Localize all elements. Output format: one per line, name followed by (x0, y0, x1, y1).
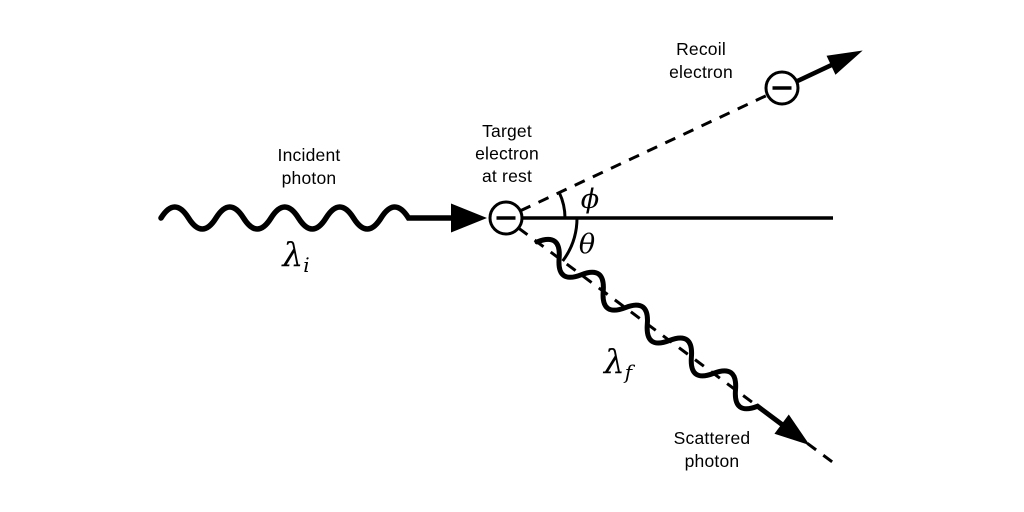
phi-angle-label: ϕ (581, 184, 599, 215)
incident-wave-path (158, 204, 459, 232)
lambda-f-label: λf (602, 342, 636, 384)
recoil-arrowhead-icon (826, 50, 863, 75)
lambda-i-symbol: λ (280, 235, 303, 274)
labels: Incident photon λi Target electron at re… (278, 39, 751, 471)
recoil-electron-label-line2: electron (669, 62, 733, 82)
phi-angle-arc (557, 191, 567, 219)
incident-photon-wave (158, 203, 487, 233)
recoil-electron (764, 70, 800, 106)
scattered-track (517, 226, 836, 465)
scattered-arrowhead-icon (774, 414, 810, 446)
target-electron-label-line2: electron (475, 144, 539, 164)
theta-angle-label: θ (579, 229, 595, 260)
recoil-arrow-shaft (795, 61, 836, 84)
incident-photon-label-line1: Incident (278, 145, 341, 165)
recoil-track (519, 50, 863, 213)
scattered-wave-path (534, 236, 788, 430)
scattered-photon-label-line2: photon (685, 451, 740, 471)
incident-photon-label-line2: photon (282, 168, 337, 188)
target-electron-label-line1: Target (482, 121, 532, 141)
lambda-i-label: λi (280, 235, 309, 277)
incident-arrowhead-icon (451, 203, 487, 233)
lambda-f-symbol: λ (602, 342, 625, 381)
scattered-photon-label-line1: Scattered (674, 428, 751, 448)
recoil-dashed-line (519, 94, 767, 213)
lambda-i-subscript: i (303, 253, 309, 277)
recoil-electron-label-line1: Recoil (676, 39, 726, 59)
theta-angle-arc (561, 217, 579, 262)
lambda-f-subscript: f (623, 360, 636, 384)
target-electron-label-line3: at rest (482, 166, 532, 186)
target-electron (488, 200, 524, 236)
